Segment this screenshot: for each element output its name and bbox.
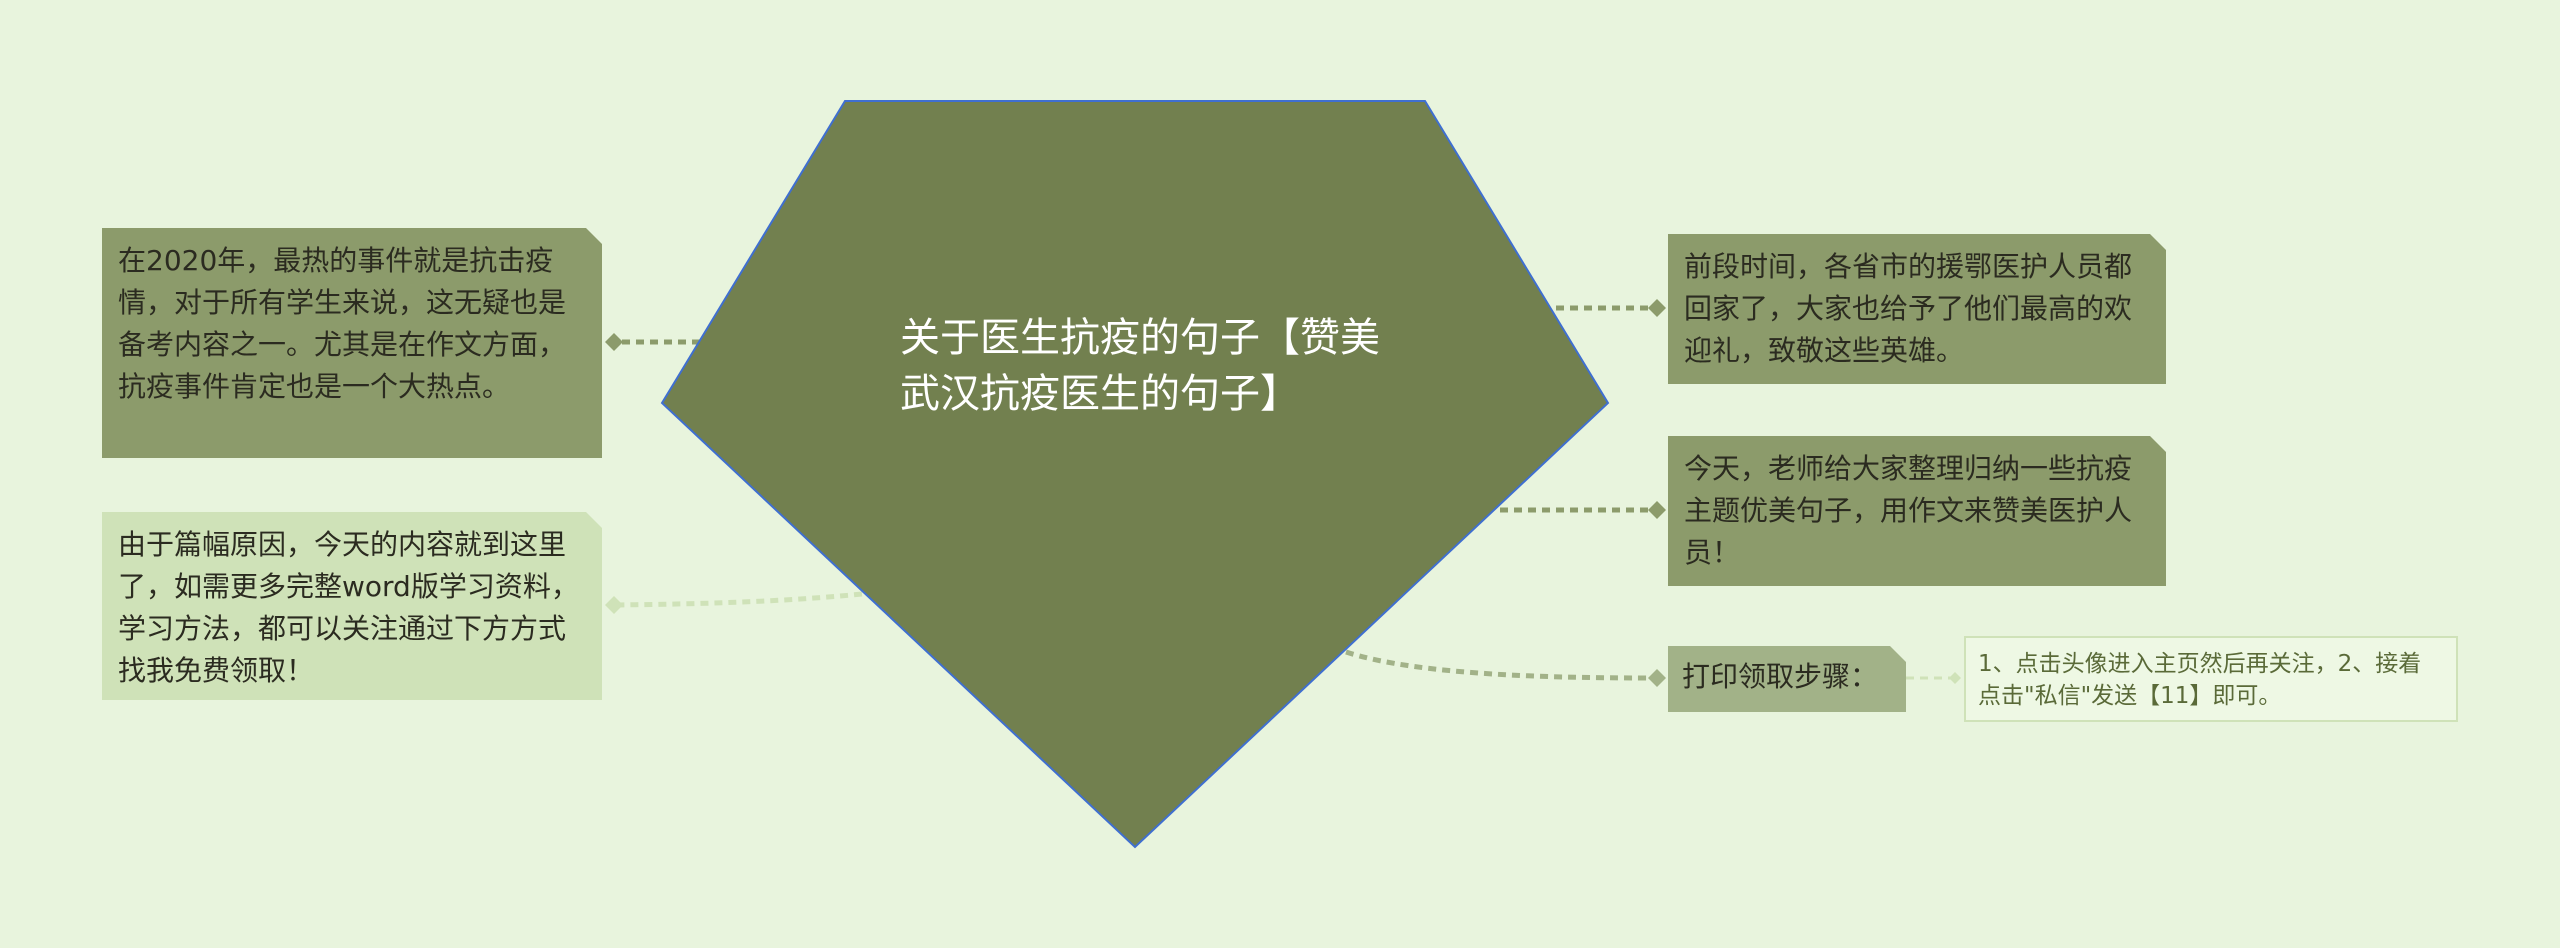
central-topic-shape[interactable] [660,100,1610,849]
right-node-1[interactable]: 前段时间，各省市的援鄂医护人员都回家了，大家也给予了他们最高的欢迎礼，致敬这些英… [1668,234,2166,384]
diamond-left-2 [605,596,623,614]
left-node-2[interactable]: 由于篇幅原因，今天的内容就到这里了，如需更多完整word版学习资料，学习方法，都… [102,512,602,700]
right-node-3[interactable]: 打印领取步骤： [1668,646,1906,712]
left-node-1-fold [586,228,602,244]
diamond-right-2 [1648,501,1666,519]
connectors [613,305,1955,681]
right-node-3-fold [1890,646,1906,662]
diamond-right-3 [1648,669,1666,687]
right-node-1-text: 前段时间，各省市的援鄂医护人员都回家了，大家也给予了他们最高的欢迎礼，致敬这些英… [1684,250,2133,367]
diamond-left-1 [605,333,623,351]
diamond-sub-note [1949,672,1961,684]
diamond-right-1 [1648,299,1666,317]
left-node-1[interactable]: 在2020年，最热的事件就是抗击疫情，对于所有学生来说，这无疑也是备考内容之一。… [102,228,602,458]
right-node-2-fold [2150,436,2166,452]
central-topic-title[interactable]: 关于医生抗疫的句子【赞美武汉抗疫医生的句子】 [900,315,1380,417]
left-node-2-fold [586,512,602,528]
left-node-1-text: 在2020年，最热的事件就是抗击疫情，对于所有学生来说，这无疑也是备考内容之一。… [118,244,567,403]
right-node-2-text: 今天，老师给大家整理归纳一些抗疫主题优美句子，用作文来赞美医护人员！ [1684,452,2133,569]
sub-note[interactable]: 1、点击头像进入主页然后再关注，2、接着点击"私信"发送【11】即可。 [1964,636,2458,722]
connector-right-3 [1345,649,1658,681]
connector-diamonds [605,299,1961,687]
right-node-2[interactable]: 今天，老师给大家整理归纳一些抗疫主题优美句子，用作文来赞美医护人员！ [1668,436,2166,586]
right-node-3-text: 打印领取步骤： [1682,660,1879,693]
right-node-1-fold [2150,234,2166,250]
left-node-2-text: 由于篇幅原因，今天的内容就到这里了，如需更多完整word版学习资料，学习方法，都… [118,528,579,687]
sub-note-text: 1、点击头像进入主页然后再关注，2、接着点击"私信"发送【11】即可。 [1978,651,2422,709]
connector-left-2 [613,591,863,608]
